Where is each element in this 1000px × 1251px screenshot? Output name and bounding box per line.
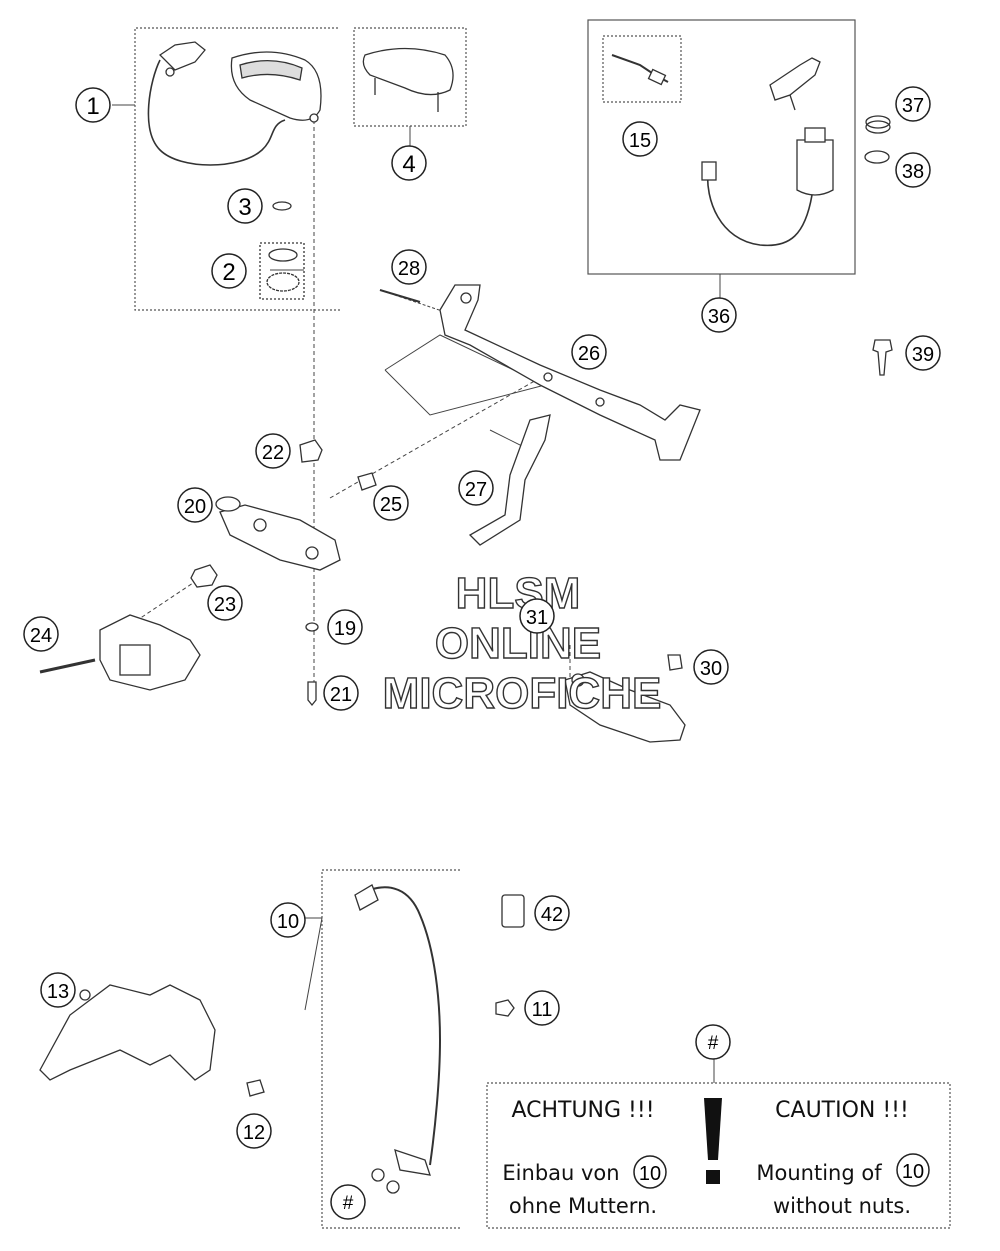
watermark-line-3: MICROFICHE: [383, 669, 662, 718]
svg-text:13: 13: [47, 981, 69, 1003]
callout-1[interactable]: 1: [75, 87, 111, 123]
callout-2[interactable]: 2: [211, 253, 247, 289]
callout-3[interactable]: 3: [227, 188, 263, 224]
svg-text:22: 22: [262, 442, 284, 464]
svg-text:37: 37: [902, 95, 924, 117]
svg-text:39: 39: [912, 344, 934, 366]
notice-en-line-2: without nuts.: [773, 1194, 911, 1218]
speedometer-cable: [147, 59, 286, 166]
svg-text:25: 25: [380, 494, 402, 516]
callout-15[interactable]: 15: [622, 121, 658, 157]
notice-de-title: ACHTUNG !!!: [511, 1098, 654, 1123]
watermark-line-2: ONLINE: [435, 619, 601, 668]
svg-text:15: 15: [629, 130, 651, 152]
watermark: HLSM ONLINE MICROFICHE: [382, 568, 662, 718]
svg-text:3: 3: [238, 194, 251, 221]
group-boxes: [134, 19, 951, 1229]
svg-text:19: 19: [334, 618, 356, 640]
callout-38[interactable]: 38: [895, 152, 931, 188]
callout-19[interactable]: 19: [327, 609, 363, 645]
group-box-speedometer: [134, 27, 340, 311]
notice-de-line-1: Einbau von: [502, 1161, 619, 1185]
callout-36[interactable]: 36: [701, 297, 737, 333]
callout-11[interactable]: 11: [524, 990, 560, 1026]
callout-26[interactable]: 26: [571, 334, 607, 370]
callout-24[interactable]: 24: [23, 616, 59, 652]
callout-39[interactable]: 39: [905, 335, 941, 371]
notice-de-ref-callout[interactable]: 10: [633, 1155, 667, 1189]
svg-text:#: #: [708, 1033, 719, 1054]
svg-text:26: 26: [578, 343, 600, 365]
callout-42[interactable]: 42: [534, 895, 570, 931]
svg-text:10: 10: [639, 1163, 661, 1185]
svg-text:20: 20: [184, 496, 206, 518]
callout-27[interactable]: 27: [458, 470, 494, 506]
callouts: 1 2 3 4 15 37 38 36 28 26 39 22 27 20 25…: [23, 86, 941, 1220]
notice-en-ref-callout[interactable]: 10: [896, 1153, 930, 1187]
svg-text:10: 10: [902, 1161, 924, 1183]
svg-text:21: 21: [330, 684, 352, 706]
callout-10[interactable]: 10: [270, 902, 306, 938]
notice-de-line-2: ohne Muttern.: [509, 1194, 657, 1218]
callout-4[interactable]: 4: [391, 145, 427, 181]
svg-text:24: 24: [30, 625, 52, 647]
callout-22[interactable]: 22: [255, 433, 291, 469]
notice-en-title: CAUTION !!!: [775, 1098, 909, 1123]
group-box-item-15: [602, 35, 682, 103]
svg-text:2: 2: [222, 259, 235, 286]
callout-21[interactable]: 21: [323, 675, 359, 711]
group-box-item-36: [587, 19, 856, 275]
svg-text:30: 30: [700, 658, 722, 680]
svg-text:31: 31: [526, 607, 548, 629]
svg-text:38: 38: [902, 161, 924, 183]
callout-25[interactable]: 25: [373, 485, 409, 521]
svg-text:1: 1: [86, 93, 99, 120]
svg-text:23: 23: [214, 594, 236, 616]
svg-text:27: 27: [465, 479, 487, 501]
callout-hash-top[interactable]: #: [695, 1024, 731, 1060]
svg-text:36: 36: [708, 306, 730, 328]
svg-text:28: 28: [398, 258, 420, 280]
part-illustrations: [39, 41, 893, 1194]
svg-text:#: #: [343, 1193, 354, 1214]
notice-en-line-1: Mounting of: [756, 1161, 882, 1185]
callout-20[interactable]: 20: [177, 487, 213, 523]
callout-13[interactable]: 13: [40, 972, 76, 1008]
watermark-line-1: HLSM: [456, 569, 581, 618]
callout-31[interactable]: 31: [519, 598, 555, 634]
svg-text:11: 11: [532, 999, 553, 1021]
callout-23[interactable]: 23: [207, 585, 243, 621]
callout-hash-bottom[interactable]: #: [330, 1184, 366, 1220]
svg-text:4: 4: [402, 151, 415, 178]
callout-37[interactable]: 37: [895, 86, 931, 122]
notice: ACHTUNG !!! Einbau von 10 ohne Muttern. …: [502, 1098, 930, 1218]
svg-text:10: 10: [277, 911, 299, 933]
svg-text:42: 42: [541, 904, 563, 926]
exclamation-icon: [704, 1098, 722, 1184]
callout-12[interactable]: 12: [236, 1113, 272, 1149]
callout-30[interactable]: 30: [693, 649, 729, 685]
callout-28[interactable]: 28: [391, 249, 427, 285]
svg-text:12: 12: [243, 1122, 265, 1144]
group-box-item-10: [321, 869, 460, 1229]
